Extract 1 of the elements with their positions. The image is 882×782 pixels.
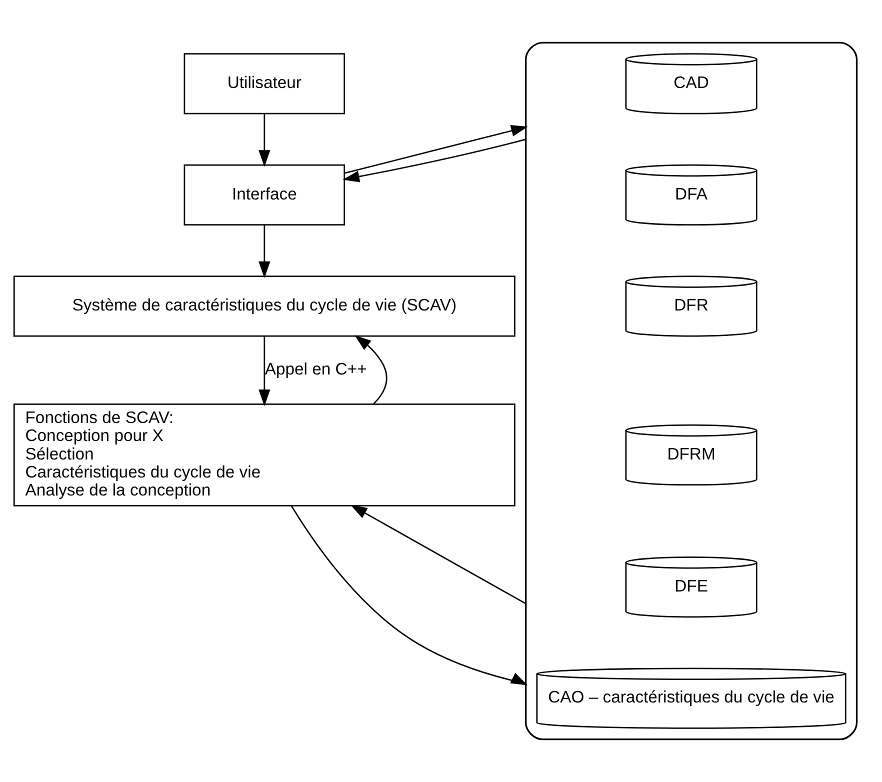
edge-label: Appel en C++ (264, 359, 367, 378)
